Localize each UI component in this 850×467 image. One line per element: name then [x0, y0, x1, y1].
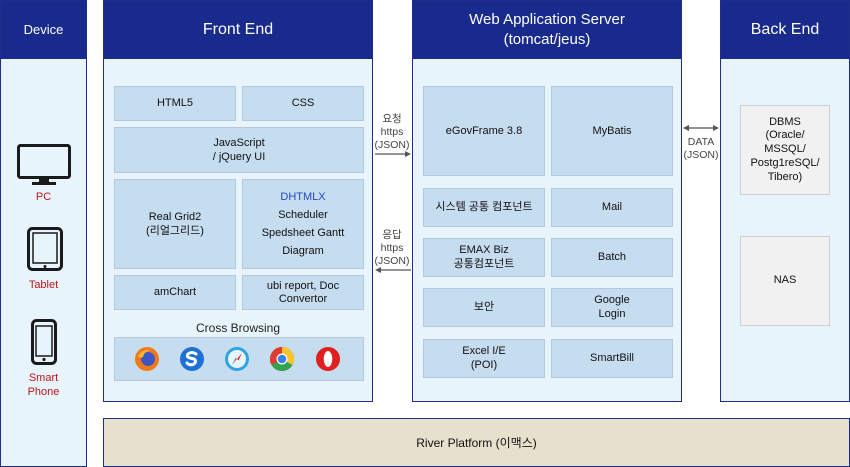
cross-browsing-label: Cross Browsing [195, 321, 281, 335]
request-arrow [375, 151, 411, 157]
dhtmlx-title: DHTMLX [280, 190, 326, 203]
data-label: DATA (JSON) [683, 136, 719, 162]
skype-like-icon [180, 347, 204, 371]
ubi-report-label: ubi report, Doc Convertor [266, 279, 340, 305]
device-label-tablet: Tablet [28, 279, 59, 291]
response-label: 응답 https (JSON) [374, 229, 410, 268]
dhtmlx-item: Spedsheet Gantt [261, 227, 345, 239]
backend-header: Back End [721, 1, 849, 59]
egovframe-box: eGovFrame 3.8 [423, 86, 545, 176]
mail-box: Mail [551, 188, 673, 227]
dbms-label: DBMS (Oracle/ MSSQL/ Postg1reSQL/ Tibero… [750, 115, 820, 183]
was-item-label: SmartBill [589, 352, 634, 365]
chrome-icon [269, 347, 295, 372]
was-item-label: EMAX Biz 공통컴포넌트 [453, 244, 515, 270]
html5-label: HTML5 [156, 97, 194, 110]
excel-ie-box: Excel I/E (POI) [423, 339, 545, 378]
smartphone-icon [31, 319, 57, 365]
device-label-pc: PC [35, 191, 52, 203]
dhtmlx-item: Scheduler [278, 208, 328, 221]
javascript-label: JavaScript / jQuery UI [212, 136, 266, 163]
dbms-box: DBMS (Oracle/ MSSQL/ Postg1reSQL/ Tibero… [740, 105, 830, 195]
frontend-column: Front End HTML5 CSS JavaScript / jQuery … [103, 0, 373, 402]
realgrid-box: Real Grid2 (리얼그리드) [114, 179, 236, 269]
was-title: Web Application Server (tomcat/jeus) [469, 10, 625, 48]
device-label-smartphone: Smart Phone [27, 372, 60, 398]
nas-box: NAS [740, 236, 830, 326]
request-label: 요청 https (JSON) [374, 113, 410, 152]
frontend-header: Front End [104, 1, 372, 59]
platform-label: River Platform (이맥스) [416, 436, 537, 450]
opera-icon [316, 347, 340, 371]
was-header: Web Application Server (tomcat/jeus) [413, 1, 681, 59]
was-item-label: eGovFrame 3.8 [445, 124, 523, 137]
nas-label: NAS [773, 274, 797, 287]
was-item-label: Google Login [594, 294, 630, 320]
backend-column: Back End DBMS (Oracle/ MSSQL/ Postg1reSQ… [720, 0, 850, 402]
javascript-box: JavaScript / jQuery UI [114, 127, 364, 173]
amchart-box: amChart [114, 275, 236, 310]
amchart-label: amChart [153, 286, 197, 299]
dhtmlx-item: Diagram [282, 245, 324, 258]
emax-biz-box: EMAX Biz 공통컴포넌트 [423, 238, 545, 277]
browser-icons-box [114, 337, 364, 381]
pc-icon [17, 144, 71, 185]
dhtmlx-box: DHTMLX Scheduler Spedsheet Gantt Diagram [242, 179, 364, 269]
was-item-label: Excel I/E (POI) [462, 345, 506, 371]
system-common-box: 시스템 공통 컴포넌트 [423, 188, 545, 227]
tablet-icon [27, 227, 63, 271]
security-box: 보안 [423, 288, 545, 327]
frontend-title: Front End [202, 21, 274, 39]
device-header: Device [1, 1, 86, 59]
platform-bar: River Platform (이맥스) [103, 418, 850, 467]
ubi-report-box: ubi report, Doc Convertor [242, 275, 364, 310]
safari-icon [225, 347, 249, 371]
was-item-label: 보안 [473, 301, 495, 314]
css-box: CSS [242, 86, 364, 121]
was-item-label: 시스템 공통 컴포넌트 [435, 201, 533, 214]
was-column: Web Application Server (tomcat/jeus) eGo… [412, 0, 682, 402]
data-arrow [683, 125, 719, 131]
response-arrow [375, 267, 411, 273]
css-label: CSS [291, 97, 315, 110]
was-item-label: Batch [597, 251, 627, 264]
smartbill-box: SmartBill [551, 339, 673, 378]
device-title: Device [23, 22, 64, 38]
was-item-label: MyBatis [592, 124, 632, 137]
mybatis-box: MyBatis [551, 86, 673, 176]
was-item-label: Mail [601, 201, 623, 214]
realgrid-label: Real Grid2 (리얼그리드) [146, 210, 204, 237]
google-login-box: Google Login [551, 288, 673, 327]
html5-box: HTML5 [114, 86, 236, 121]
firefox-icon [135, 347, 159, 371]
device-column: Device PC Tablet Smart Phone [0, 0, 87, 467]
backend-title: Back End [750, 21, 820, 39]
batch-box: Batch [551, 238, 673, 277]
